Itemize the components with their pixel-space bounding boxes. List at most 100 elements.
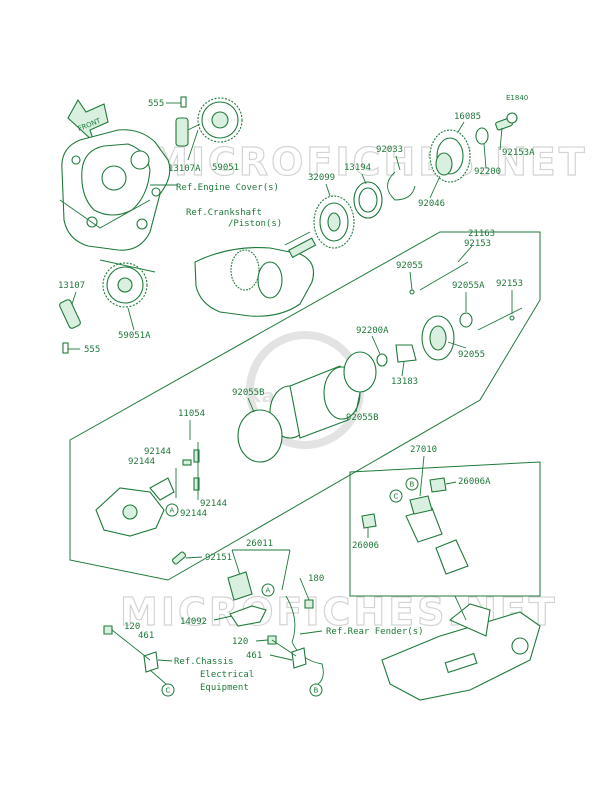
label-120-right: 120 — [232, 637, 248, 647]
label-92153A: 92153A — [502, 148, 535, 158]
label-461-left: 461 — [138, 631, 154, 641]
label-92144-1: 92144 — [144, 447, 171, 457]
label-59051A: 59051A — [118, 331, 151, 341]
label-92200: 92200 — [474, 167, 501, 177]
spring-92144-1 — [193, 449, 200, 463]
label-92055-a: 92055 — [396, 261, 423, 271]
callout-b-top: B — [405, 477, 419, 491]
label-92200A: 92200A — [356, 326, 389, 336]
spring-92144-2 — [182, 459, 192, 466]
label-13107: 13107 — [58, 281, 85, 291]
starter-clutch-32099 — [313, 195, 355, 249]
pin-555-top — [180, 96, 187, 108]
callout-c-top: C — [389, 489, 403, 503]
bracket-461-right — [291, 647, 307, 669]
svg-text:C: C — [166, 687, 171, 695]
label-92055B-right: 92055B — [346, 413, 379, 423]
callout-c-bottom: C — [161, 683, 175, 697]
brush-holder-11054 — [95, 477, 175, 537]
label-59051: 59051 — [212, 163, 239, 173]
callout-b-bottom: B — [309, 683, 323, 697]
svg-text:A: A — [266, 587, 271, 595]
circlip-92033 — [387, 171, 416, 201]
svg-text:C: C — [394, 493, 399, 501]
gear-16085 — [429, 129, 471, 183]
plate-13183 — [395, 344, 417, 363]
label-21163: 21163 — [468, 229, 495, 239]
pin-555-bottom — [62, 342, 69, 354]
label-92144-3: 92144 — [200, 499, 227, 509]
diagram-code: E1840 — [506, 94, 528, 102]
label-ref-engine-cover: Ref.Engine Cover(s) — [176, 183, 279, 193]
o-ring-92055B-left — [237, 409, 283, 463]
o-ring-92055-small — [409, 289, 415, 295]
label-26006: 26006 — [352, 541, 379, 551]
label-26006A: 26006A — [458, 477, 491, 487]
shaft-13107A — [175, 117, 189, 147]
label-26011: 26011 — [246, 539, 273, 549]
label-461-right: 461 — [246, 651, 262, 661]
label-ref-chassis: Ref.Chassis — [174, 657, 234, 667]
shaft-13107 — [59, 299, 81, 329]
callout-a-mid: A — [261, 583, 275, 597]
bolt-92151 — [171, 551, 187, 565]
bolt-180 — [304, 599, 314, 609]
label-92153-b: 92153 — [496, 279, 523, 289]
starter-relay-box — [349, 461, 541, 597]
label-14092: 14092 — [180, 617, 207, 627]
svg-text:B: B — [314, 687, 319, 695]
label-ref-equipment: Equipment — [200, 683, 249, 693]
washer-92200 — [475, 127, 489, 145]
gear-59051 — [197, 97, 243, 143]
watermark-top: MICROFICHES.NET — [150, 140, 588, 184]
crankshaft — [194, 231, 317, 317]
engine-cover-housing — [61, 129, 171, 251]
o-ring-92055A — [459, 312, 473, 328]
label-555-top: 555 — [148, 99, 164, 109]
washer-92200A — [376, 353, 388, 367]
bolt-120-left — [103, 625, 113, 635]
one-way-clutch-13194 — [353, 181, 383, 219]
label-92046: 92046 — [418, 199, 445, 209]
bolt-92153A — [495, 112, 518, 131]
label-32099: 32099 — [308, 173, 335, 183]
label-92153-a: 92153 — [464, 239, 491, 249]
callout-a-left: A — [165, 503, 179, 517]
cover-14092 — [229, 605, 267, 627]
label-27010: 27010 — [410, 445, 437, 455]
starter-relay-27010 — [405, 495, 469, 575]
label-555-bottom: 555 — [84, 345, 100, 355]
bolt-92153-lower — [477, 307, 523, 331]
cap-26006A — [429, 477, 447, 493]
label-ref-rear-fender: Ref.Rear Fender(s) — [326, 627, 424, 637]
label-11054: 11054 — [178, 409, 205, 419]
bolt-92153-upper — [419, 261, 469, 291]
spring-92144-3 — [193, 477, 200, 491]
rear-fender-bracket — [381, 603, 541, 701]
label-92144-2: 92144 — [128, 457, 155, 467]
gear-59051A — [102, 262, 148, 308]
o-ring-92055B-right — [343, 351, 377, 393]
label-92033: 92033 — [376, 145, 403, 155]
label-92151: 92151 — [205, 553, 232, 563]
label-13107A: 13107A — [168, 164, 201, 174]
cap-26006 — [361, 513, 377, 529]
label-ref-piston: /Piston(s) — [228, 219, 282, 229]
label-92055A: 92055A — [452, 281, 485, 291]
label-16085: 16085 — [454, 112, 481, 122]
label-92055-b: 92055 — [458, 350, 485, 360]
label-180: 180 — [308, 574, 324, 584]
label-13183: 13183 — [391, 377, 418, 387]
svg-text:B: B — [410, 481, 415, 489]
label-ref-crankshaft: Ref.Crankshaft — [186, 208, 262, 218]
svg-text:A: A — [170, 507, 175, 515]
boot-26011 — [227, 571, 253, 601]
label-92055B-left: 92055B — [232, 388, 265, 398]
bracket-461-left — [143, 651, 159, 673]
label-ref-electrical: Electrical — [200, 670, 254, 680]
label-92144-4: 92144 — [180, 509, 207, 519]
starter-end-cover — [421, 315, 455, 361]
label-120-left: 120 — [124, 622, 140, 632]
